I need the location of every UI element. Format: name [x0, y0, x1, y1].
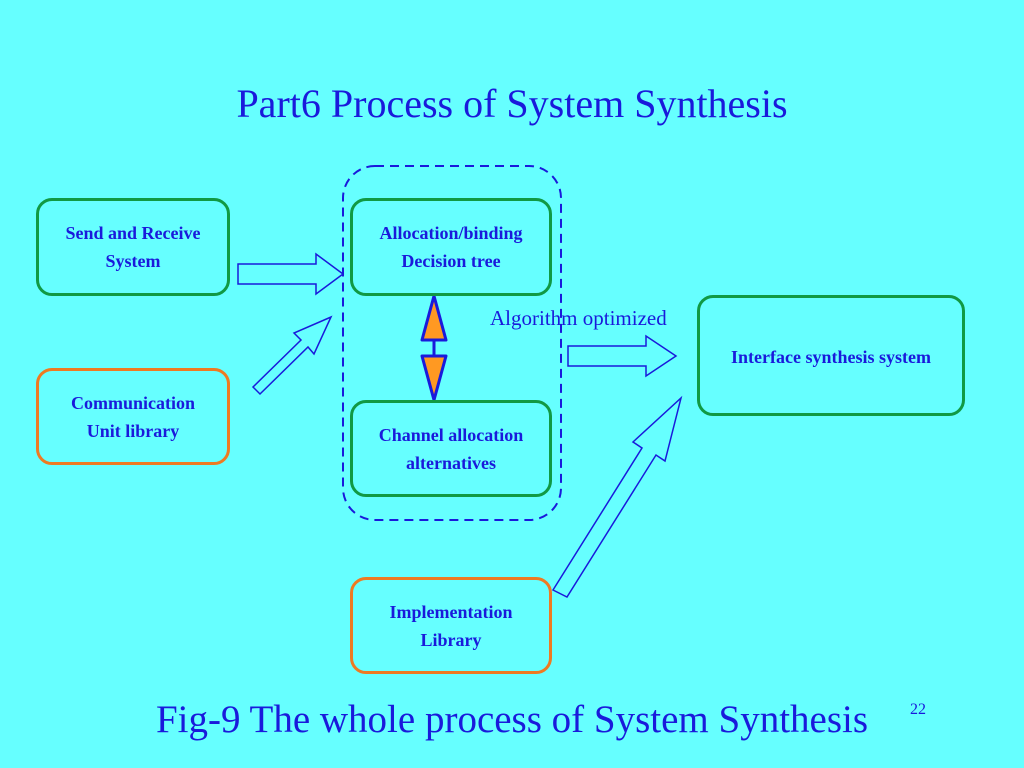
page-number: 22	[910, 701, 926, 718]
node-label-line: System	[105, 251, 161, 271]
node-implementation-library: Implementation Library	[350, 577, 552, 674]
node-label-line: Library	[420, 629, 482, 650]
node-label-line: alternatives	[406, 452, 496, 473]
arrow-implementation-to-interface	[551, 395, 683, 598]
node-label-line: Implementation	[389, 601, 513, 622]
dashed-group-frame	[342, 165, 562, 521]
arrow-comm-to-allocation	[251, 315, 333, 396]
double-arrow-allocation-channel	[420, 294, 448, 402]
edge-label-algorithm-optimized: Algorithm optimized	[490, 306, 667, 330]
node-label: Interface synthesis system	[731, 347, 931, 367]
arrow-group-to-interface	[567, 334, 678, 378]
node-label-line: Decision tree	[401, 251, 501, 271]
node-interface-synthesis-system: Interface synthesis system	[697, 295, 965, 416]
arrow-send-to-allocation	[237, 252, 345, 296]
node-label-line: Unit library	[86, 420, 180, 441]
node-label-line: Communication	[70, 392, 195, 413]
node-channel-allocation-alternatives: Channel allocation alternatives	[350, 400, 552, 497]
node-label-line: Channel allocation	[378, 424, 524, 445]
node-communication-unit-library: Communication Unit library	[36, 368, 230, 465]
slide-title: Part6 Process of System Synthesis	[236, 81, 788, 126]
figure-caption: Fig-9 The whole process of System Synthe…	[155, 698, 869, 741]
node-label-line: Allocation/binding	[379, 223, 523, 243]
node-send-and-receive-system: Send and Receive System	[36, 198, 230, 296]
node-label-line: Send and Receive	[65, 223, 201, 243]
node-allocation-binding-decision-tree: Allocation/binding Decision tree	[350, 198, 552, 296]
